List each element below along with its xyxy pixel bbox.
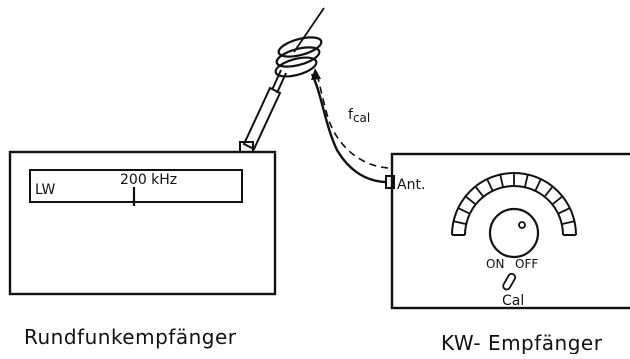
band-label: LW (35, 182, 56, 198)
cal-switch-label: Cal (502, 293, 524, 309)
frequency-label: 200 kHz (120, 172, 177, 188)
dial-tick (561, 220, 575, 225)
sw-receiver: Ant. ON OFF Cal (385, 152, 630, 310)
antenna-tip (293, 7, 325, 53)
dial-tick (524, 174, 529, 188)
dial-scale-inner (464, 185, 564, 236)
tuning-knob-marker (518, 221, 526, 229)
tuning-scale (29, 169, 243, 203)
coupling-coil (274, 36, 323, 78)
antenna-terminal (385, 175, 395, 189)
dial-tick (474, 185, 485, 198)
dial-tick (557, 207, 571, 215)
radio-antenna-connector (239, 141, 254, 153)
dial-ticks (453, 173, 575, 225)
dial-tick (457, 207, 471, 215)
cable (310, 73, 388, 184)
sw-receiver-body (390, 152, 630, 310)
dial-tick (551, 195, 564, 206)
antenna-lower-section (242, 86, 282, 151)
dial-tick (499, 174, 504, 188)
dial-tick (543, 185, 554, 198)
switch-on-label: ON (486, 257, 504, 271)
sw-receiver-caption: KW- Empfänger (441, 331, 603, 354)
antenna-terminal-label: Ant. (397, 177, 425, 193)
dial-tick (534, 178, 542, 192)
cal-switch-lever (502, 272, 517, 291)
radio-receiver-caption: Rundfunkempfänger (24, 325, 237, 349)
signal-arrow (311, 68, 321, 80)
dial-tick (464, 195, 477, 206)
radio-receiver-body (8, 150, 277, 296)
signal-path (316, 73, 389, 169)
dial-tick (486, 178, 494, 192)
switch-off-label: OFF (515, 257, 538, 271)
tuning-knob (488, 207, 540, 259)
radio-receiver: LW 200 kHz (8, 141, 277, 296)
signal-label: fcal (348, 107, 370, 125)
dial-tick (453, 220, 467, 225)
